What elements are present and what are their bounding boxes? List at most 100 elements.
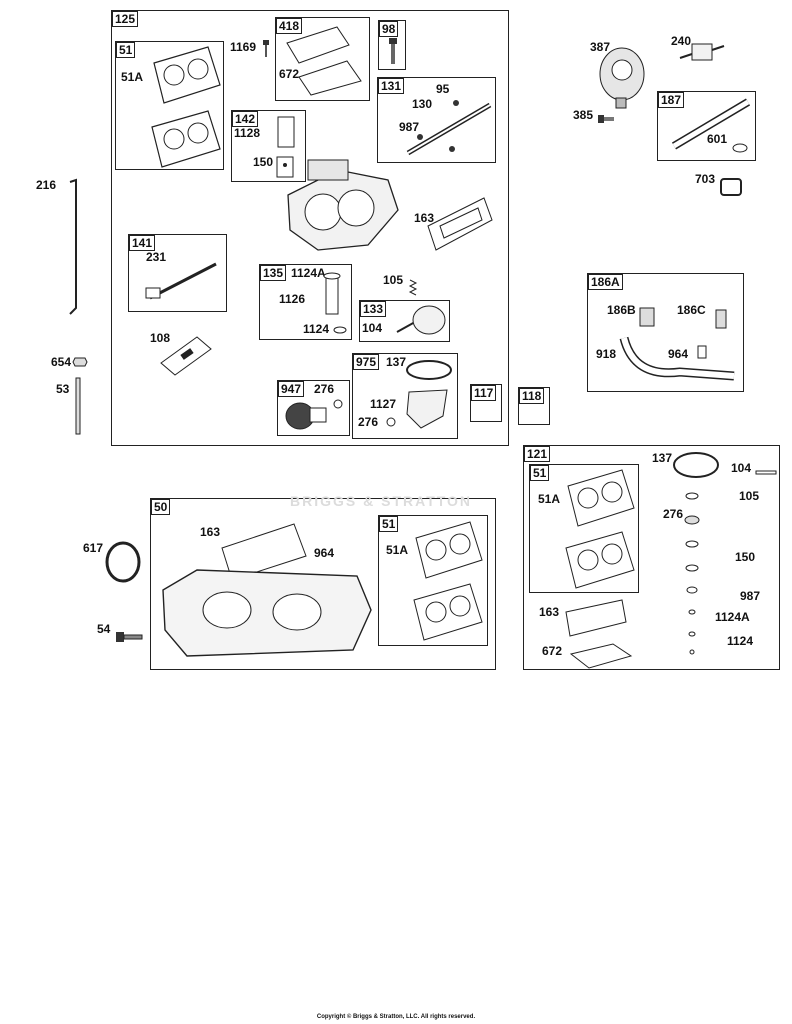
float-illustration [396,305,446,335]
callout-118[interactable]: 118 [519,388,545,404]
callout-387[interactable]: 387 [590,40,611,54]
shaft-box-131 [377,77,496,163]
fuel-bowl-illustration [386,360,452,429]
callout-385[interactable]: 385 [573,108,594,122]
callout-51r[interactable]: 51 [530,465,550,481]
callout-130[interactable]: 130 [412,97,433,111]
callout-1169[interactable]: 1169 [230,40,257,54]
carburetor-body-illustration [287,159,399,251]
callout-975[interactable]: 975 [353,354,380,370]
callout-672r[interactable]: 672 [542,644,563,658]
fuel-line-box-187 [657,91,756,161]
screw-icon [389,38,397,64]
callout-617[interactable]: 617 [83,541,104,555]
callout-131[interactable]: 131 [378,78,405,94]
plate-108-illustration [160,336,212,376]
callout-51ab[interactable]: 51A [386,543,409,557]
callout-104r[interactable]: 104 [731,461,752,475]
callout-918[interactable]: 918 [596,347,617,361]
callout-137r[interactable]: 137 [652,451,673,465]
callout-601[interactable]: 601 [707,132,728,146]
fuel-fitting-box-186a [587,273,744,392]
callout-186a[interactable]: 186A [588,274,623,290]
callout-105r[interactable]: 105 [739,489,760,503]
callout-276b[interactable]: 276 [358,415,379,429]
callout-108[interactable]: 108 [150,331,171,345]
seal-ring-illustration [105,541,141,583]
callout-117[interactable]: 117 [471,385,497,401]
callout-150[interactable]: 150 [253,155,274,169]
callout-50[interactable]: 50 [151,499,171,515]
callout-1128[interactable]: 1128 [234,126,261,140]
callout-186c[interactable]: 186C [677,303,706,317]
callout-150r[interactable]: 150 [735,550,756,564]
callout-216[interactable]: 216 [36,178,57,192]
callout-186b[interactable]: 186B [607,303,636,317]
callout-187[interactable]: 187 [658,92,685,108]
nut-icon [72,357,88,367]
callout-276[interactable]: 276 [314,382,335,396]
callout-135[interactable]: 135 [260,265,287,281]
solenoid-box-947 [277,380,350,436]
callout-163[interactable]: 163 [414,211,435,225]
callout-104[interactable]: 104 [362,321,383,335]
gasket-illustration [151,46,221,168]
callout-654[interactable]: 654 [51,355,72,369]
callout-1124a[interactable]: 1124A [291,266,326,280]
callout-987r[interactable]: 987 [740,589,761,603]
fuel-filter-illustration [679,43,725,61]
cover-672-illustration [569,643,633,669]
callout-53[interactable]: 53 [56,382,70,396]
callout-672[interactable]: 672 [279,67,300,81]
callout-163b[interactable]: 163 [200,525,221,539]
callout-51a[interactable]: 51A [121,70,144,84]
callout-142[interactable]: 142 [232,111,259,127]
callout-163r[interactable]: 163 [539,605,560,619]
callout-964[interactable]: 964 [668,347,689,361]
callout-703[interactable]: 703 [695,172,716,186]
callout-51b[interactable]: 51 [379,516,399,532]
callout-125[interactable]: 125 [112,11,139,27]
clamp-illustration [720,178,742,196]
box-142 [231,110,306,182]
bolt-illustration [116,632,143,642]
callout-1124r[interactable]: 1124 [727,634,754,648]
watermark: BRIGGS & STRATTON [290,493,473,509]
callout-51[interactable]: 51 [116,42,136,58]
callout-105[interactable]: 105 [383,273,404,287]
fuel-pump-illustration [599,47,645,109]
small-parts-column-illustration [684,492,700,655]
callout-276r[interactable]: 276 [663,507,684,521]
link-rod-illustration [69,178,77,315]
callout-1127[interactable]: 1127 [370,397,397,411]
callout-141[interactable]: 141 [129,235,156,251]
callout-1124ar[interactable]: 1124A [715,610,750,624]
callout-1124[interactable]: 1124 [303,322,330,336]
callout-964b[interactable]: 964 [314,546,335,560]
gasket-kit-box-51 [115,41,224,170]
callout-418[interactable]: 418 [276,18,303,34]
spring-icon [408,279,418,296]
callout-137[interactable]: 137 [386,355,407,369]
callout-121[interactable]: 121 [524,446,551,462]
intake-manifold-box-50 [150,498,496,670]
callout-95[interactable]: 95 [436,82,450,96]
gasket-kit-box-51r [529,464,639,593]
box-98 [378,20,406,70]
callout-240[interactable]: 240 [671,34,692,48]
callout-947[interactable]: 947 [278,381,305,397]
o-ring-illustration [673,452,719,478]
callout-1126[interactable]: 1126 [279,292,306,306]
choke-shaft-box-141 [128,234,227,312]
callout-54[interactable]: 54 [97,622,111,636]
callout-98[interactable]: 98 [379,21,399,37]
callout-231[interactable]: 231 [146,250,167,264]
box-975 [352,353,458,439]
screw-icon [598,115,614,123]
callout-133[interactable]: 133 [360,301,387,317]
callout-51ar[interactable]: 51A [538,492,561,506]
callout-987[interactable]: 987 [399,120,420,134]
gasket-163-illustration [221,523,307,581]
throttle-shaft-illustration [406,100,492,156]
screw-icon [263,40,269,57]
